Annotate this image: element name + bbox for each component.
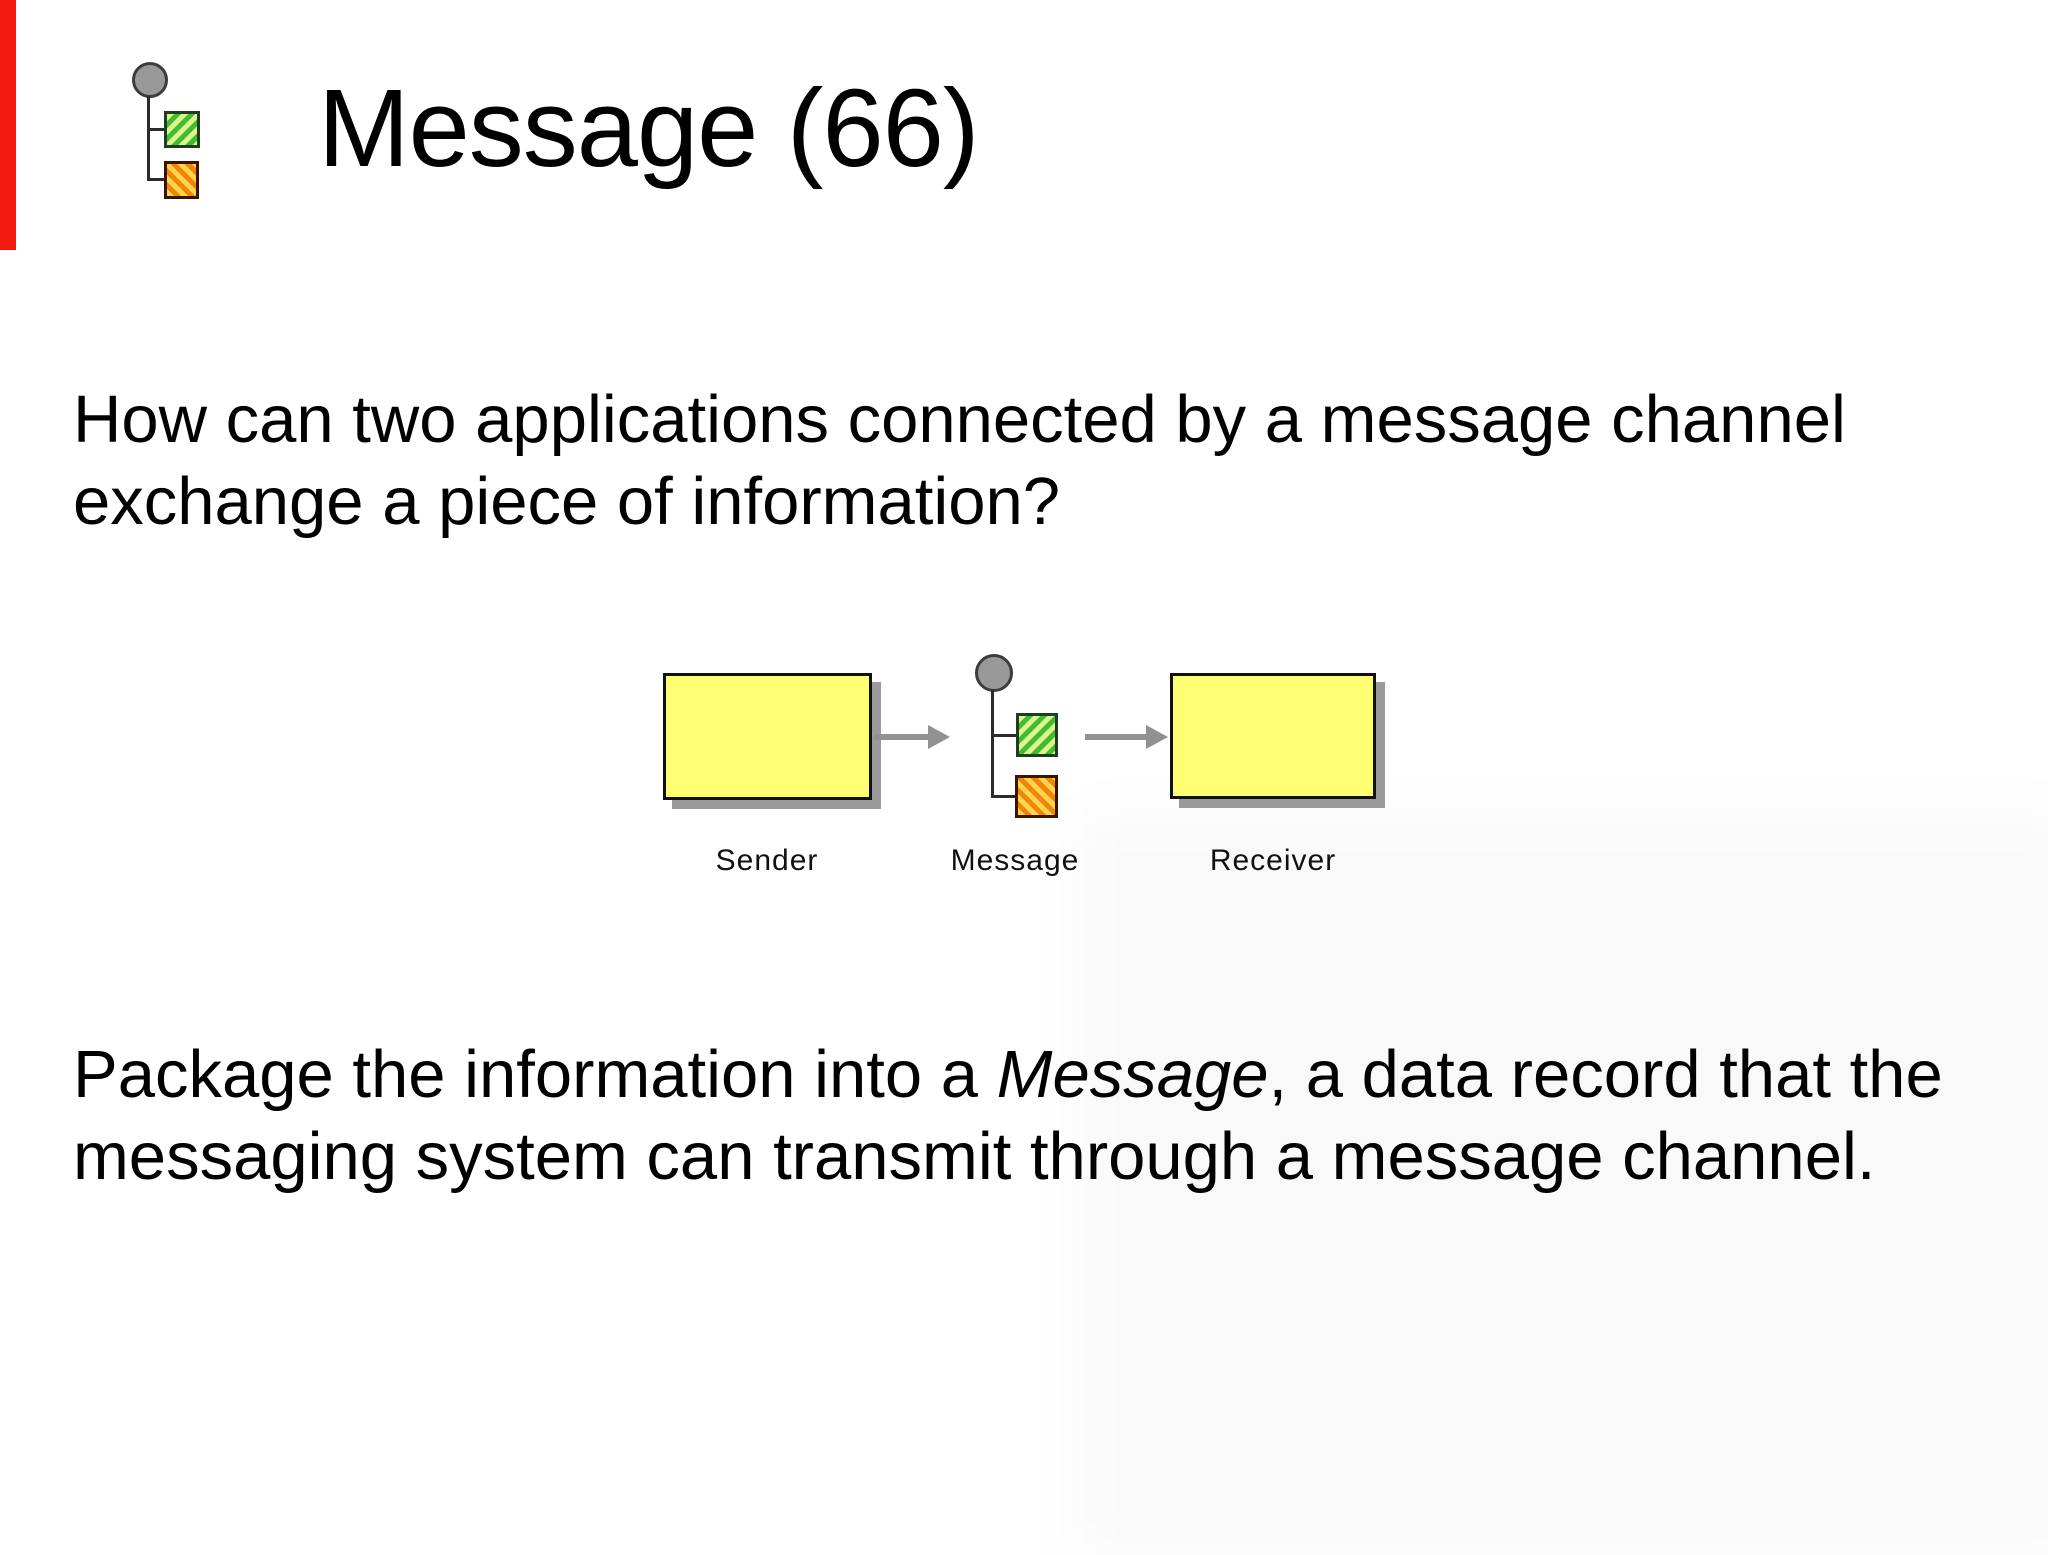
message-label: Message bbox=[950, 844, 1080, 877]
arrow-right-icon bbox=[1146, 725, 1168, 749]
icon-branch-line bbox=[149, 178, 165, 181]
icon-branch-line bbox=[149, 128, 165, 131]
icon-vertical-line bbox=[147, 96, 150, 181]
sender-box bbox=[663, 673, 872, 800]
answer-line1-pre: Package the information into a bbox=[73, 1037, 997, 1112]
arrow-line bbox=[1085, 734, 1146, 740]
left-edge-red-bar bbox=[0, 0, 16, 250]
answer-text: Package the information into a Message, … bbox=[73, 1034, 1943, 1198]
answer-line: Package the information into a Message, … bbox=[73, 1034, 1943, 1116]
receiver-box bbox=[1170, 673, 1376, 799]
icon-branch-line bbox=[993, 795, 1017, 798]
question-line: exchange a piece of information? bbox=[73, 464, 1061, 539]
orange-hatched-square-icon bbox=[1015, 775, 1058, 818]
green-hatched-square-icon bbox=[1016, 713, 1058, 757]
message-icon-circle bbox=[975, 654, 1013, 692]
page-title: Message (66) bbox=[318, 67, 980, 190]
receiver-label: Receiver bbox=[1209, 844, 1337, 877]
question-line: How can two applications connected by a … bbox=[73, 382, 1846, 457]
sender-label: Sender bbox=[715, 844, 819, 877]
arrow-line bbox=[874, 734, 930, 740]
arrow-right-icon bbox=[928, 725, 950, 749]
answer-line: messaging system can transmit through a … bbox=[73, 1119, 1876, 1194]
answer-line1-italic: Message bbox=[996, 1037, 1269, 1112]
answer-line1-post: , a data record that the bbox=[1268, 1037, 1943, 1112]
message-icon-circle bbox=[132, 62, 168, 98]
icon-branch-line bbox=[993, 734, 1017, 737]
orange-hatched-square-icon bbox=[164, 161, 199, 199]
question-text: How can two applications connected by a … bbox=[73, 379, 1846, 543]
icon-vertical-line bbox=[991, 690, 994, 798]
green-hatched-square-icon bbox=[164, 111, 200, 148]
